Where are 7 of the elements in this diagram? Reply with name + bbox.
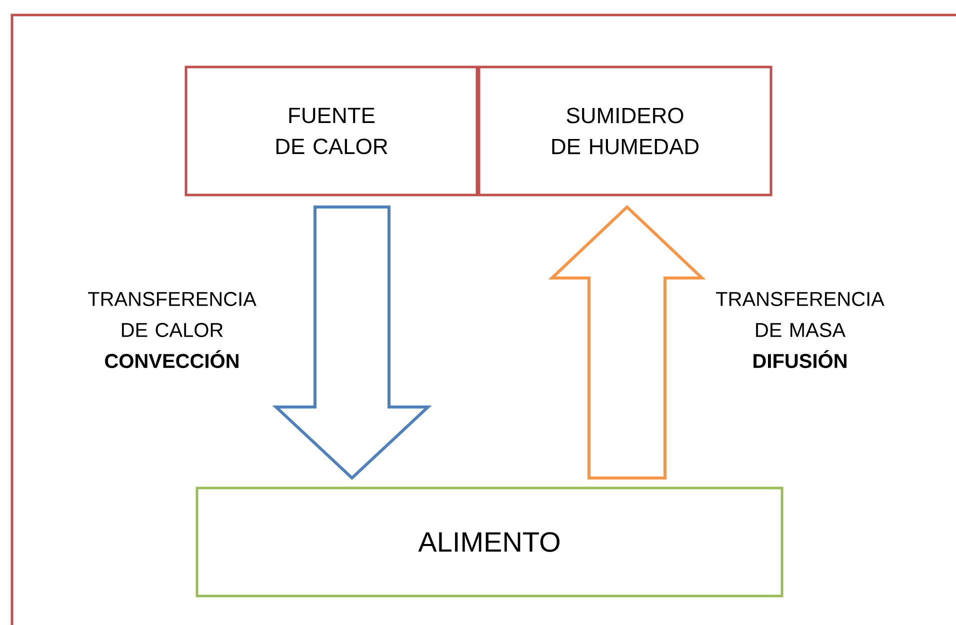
block-arrow [272,206,432,480]
block-arrow [548,204,706,480]
text-box: SUMIDERO DE HUMEDAD [478,66,772,196]
edge-label: TRANSFERENCIA DE CALOR CONVECCIÓN [78,290,266,370]
text-box: ALIMENTO [196,486,784,598]
edge-label: TRANSFERENCIA DE MASA DIFUSIÓN [706,290,894,370]
text-box: FUENTE DE CALOR [184,66,478,196]
